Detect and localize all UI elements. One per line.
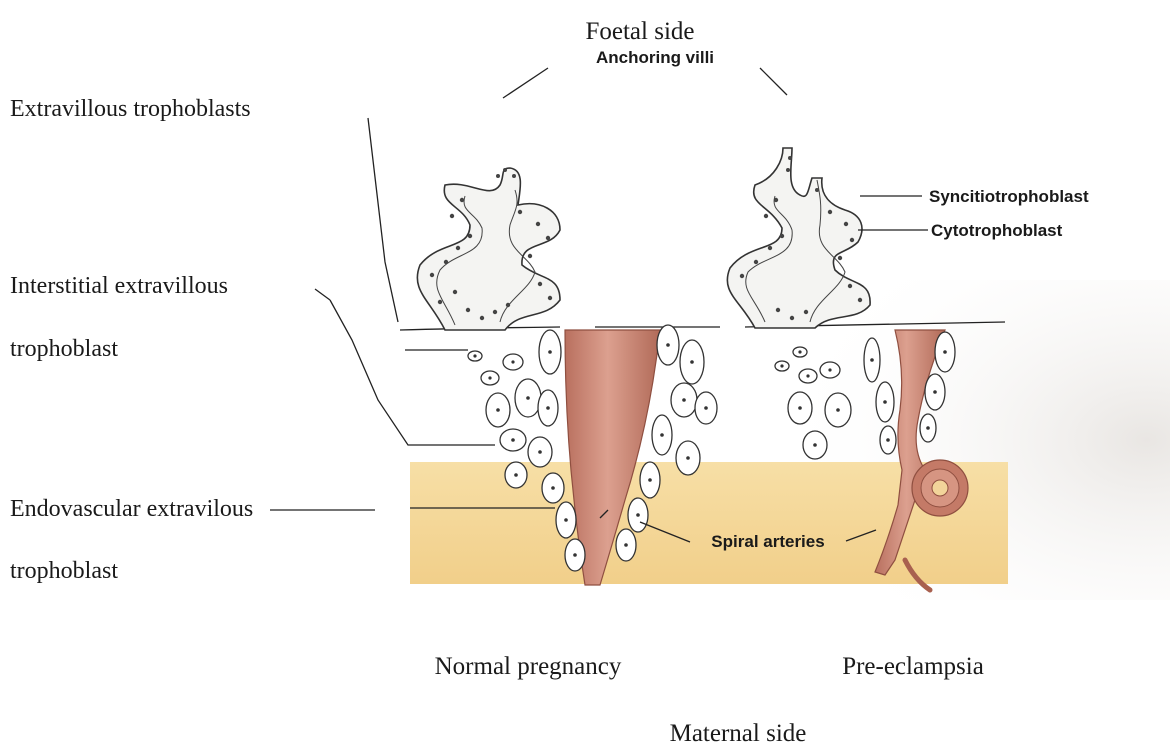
label-extravillous-trophoblasts: Extravillous trophoblasts — [10, 96, 251, 122]
label-normal-pregnancy: Normal pregnancy — [435, 653, 622, 680]
label-pre-eclampsia: Pre-eclampsia — [842, 653, 984, 680]
label-syncitiotrophoblast: Syncitiotrophoblast — [929, 187, 1089, 206]
label-interstitial-line2: trophoblast — [10, 336, 118, 362]
anchoring-villus-preeclampsia — [727, 148, 870, 328]
label-foetal-side: Foetal side — [585, 18, 694, 45]
label-interstitial-line1: Interstitial extravillous — [10, 273, 228, 299]
anchoring-villus-normal — [417, 168, 560, 330]
label-endovascular-line2: trophoblast — [10, 558, 118, 584]
label-spiral-arteries: Spiral arteries — [711, 532, 824, 551]
label-maternal-side: Maternal side — [670, 720, 807, 747]
label-anchoring-villi: Anchoring villi — [596, 48, 714, 67]
label-endovascular-line1: Endovascular extravilous — [10, 496, 253, 522]
label-cytotrophoblast: Cytotrophoblast — [931, 221, 1063, 240]
